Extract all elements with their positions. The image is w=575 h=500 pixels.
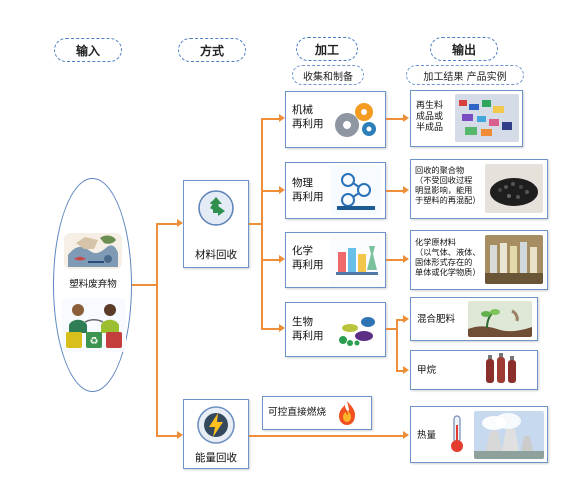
arrow-to-biological [279, 324, 285, 332]
output-polymer-label: 回收的聚合物 （不受回收过程 明显影响，能用 于塑料的再混配） [415, 165, 481, 205]
lab-icon [330, 236, 382, 286]
arrow-to-output-recycled [403, 114, 409, 122]
arrow-to-output-polymer [403, 186, 409, 194]
physical-process-label: 物理 再利用 [292, 177, 324, 203]
output-chemical-label: 化学原材料 （以气体、液体、 固体形式存在的 单体或化学物质） [415, 237, 481, 277]
arrow-to-physical [279, 186, 285, 194]
chemical-process-label: 化学 再利用 [292, 245, 324, 271]
header-output: 输出 [430, 37, 498, 61]
connector-process-vertical [261, 118, 263, 328]
molecule-icon [330, 166, 382, 216]
mechanical-process-box [285, 91, 386, 148]
input-node [53, 178, 132, 392]
mechanical-process-label: 机械 再利用 [292, 104, 324, 130]
gears-icon [330, 95, 382, 145]
thermometer-icon [449, 414, 465, 454]
black-pellets-photo [485, 164, 543, 213]
header-method: 方式 [178, 38, 246, 62]
gas-cylinders-icon [482, 353, 520, 387]
output-fertilizer-label: 混合肥料 [417, 314, 456, 325]
svg-text:♻: ♻ [90, 336, 99, 347]
bacteria-icon [330, 306, 382, 354]
connector-to-mechanical [261, 118, 280, 120]
connector-to-methane [396, 370, 404, 372]
header-process: 加工 [296, 37, 358, 61]
connector-to-physical [261, 190, 280, 192]
output-methane-label: 甲烷 [417, 365, 437, 376]
connector-chemical-output [386, 259, 404, 261]
connector-to-fertilizer [396, 319, 404, 321]
connector-to-energy [156, 435, 178, 437]
arrow-to-mechanical [279, 114, 285, 122]
power-plant-photo [474, 411, 544, 459]
connector-method-vertical [156, 224, 158, 436]
arrow-to-methane [403, 366, 409, 374]
header-process-sub: 收集和制备 [292, 65, 364, 85]
combustion-label: 可控直接燃烧 [268, 407, 327, 418]
energy-recovery-label: 能量回收 [195, 452, 237, 464]
connector-mechanical-output [386, 118, 404, 120]
connector-input-trunk [132, 284, 156, 286]
flame-icon [334, 399, 360, 427]
chemical-bottles-photo [485, 235, 543, 284]
recycle-icon [197, 189, 235, 227]
connector-biological-out [386, 328, 396, 330]
connector-energy-to-heat [249, 435, 404, 437]
arrow-to-material [177, 219, 183, 227]
output-recycled-label: 再生料 成品或 半成品 [416, 101, 444, 133]
connector-to-material [156, 223, 178, 225]
header-output-sub: 加工结果 产品实例 [406, 65, 524, 85]
connector-to-biological [261, 328, 280, 330]
output-methane-box [410, 350, 538, 390]
connector-material-out [249, 223, 261, 225]
recycling-people-illustration: ♻ [62, 298, 126, 352]
header-input: 输入 [54, 38, 122, 62]
arrow-to-output-chemical [403, 255, 409, 263]
biological-process-box [285, 302, 386, 357]
arrow-to-chemical [279, 255, 285, 263]
energy-icon [196, 405, 236, 445]
output-heat-label: 热量 [417, 430, 437, 441]
plastic-waste-illustration [60, 225, 126, 277]
plastic-pellets-photo [455, 94, 519, 142]
fertilizer-photo [468, 301, 532, 337]
biological-process-label: 生物 再利用 [292, 316, 324, 342]
arrow-to-energy [177, 431, 183, 439]
material-recovery-label: 材料回收 [195, 249, 237, 261]
arrow-to-heat [403, 431, 409, 439]
input-label: 塑料废弃物 [69, 279, 117, 290]
connector-physical-output [386, 190, 404, 192]
connector-to-chemical [261, 259, 280, 261]
arrow-to-fertilizer [403, 315, 409, 323]
connector-biological-split [396, 319, 398, 370]
material-recovery-box [183, 180, 249, 268]
